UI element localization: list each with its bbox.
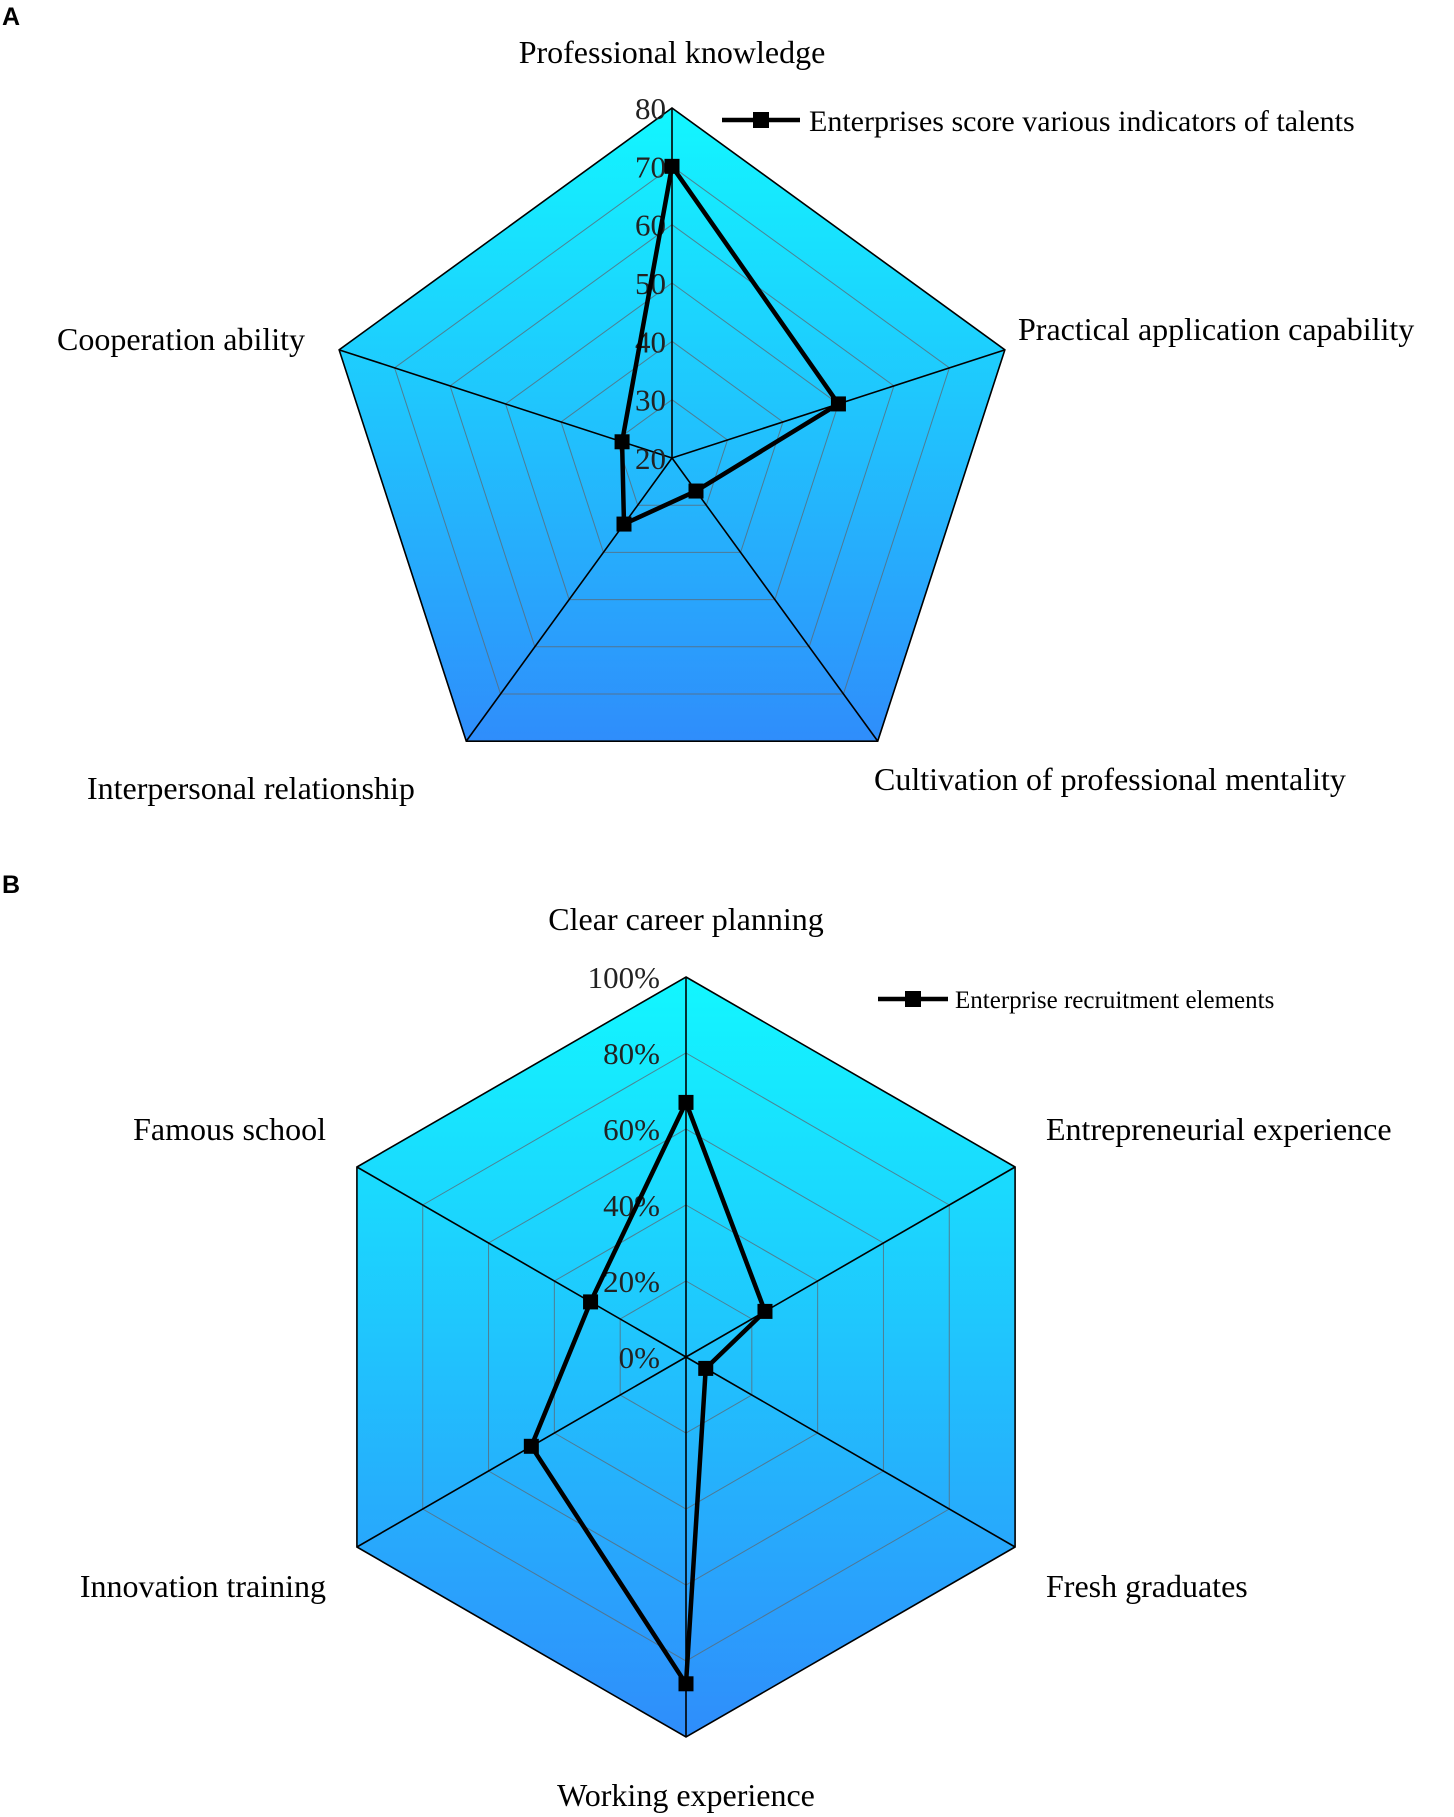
legend-marker-a	[753, 112, 769, 128]
data-point-marker	[523, 1438, 539, 1454]
radar-grid-a	[394, 165, 950, 695]
data-point-marker	[757, 1303, 773, 1319]
tick-label: 80%	[603, 1036, 660, 1071]
data-point-marker	[678, 1094, 694, 1110]
grid-ring	[504, 282, 840, 601]
radar-outer-ring-a	[338, 107, 1006, 742]
tick-label: 20	[635, 441, 666, 476]
tick-label: 100%	[588, 960, 660, 995]
radar-tick-labels-b: 0%20%40%60%80%100%	[588, 960, 660, 1375]
tick-label: 80	[635, 91, 666, 126]
tick-label: 60%	[603, 1112, 660, 1147]
data-point-marker	[678, 1676, 694, 1692]
legend-label-b: Enterprise recruitment elements	[955, 987, 1274, 1014]
series-line-a	[619, 165, 842, 528]
panel-letter-b: B	[2, 871, 20, 899]
grid-ring	[394, 165, 950, 695]
axis-label-famous-school: Famous school	[133, 1111, 326, 1147]
tick-label: 0%	[619, 1340, 660, 1375]
legend-b: Enterprise recruitment elements	[878, 987, 1274, 1014]
legend-marker-b	[905, 991, 921, 1007]
axis-label-interpersonal-relationship: Interpersonal relationship	[87, 770, 415, 806]
axis-spoke	[671, 457, 879, 742]
panel-b: B 0%20%40%60%80%100% Clear career planni…	[2, 871, 1392, 1813]
panel-letter-a: A	[2, 3, 20, 31]
radar-outer-ring-b	[356, 976, 1016, 1738]
grid-ring	[449, 224, 895, 648]
data-point-marker	[664, 158, 680, 174]
series-markers-b	[523, 1094, 773, 1692]
axis-spoke	[685, 1356, 1016, 1548]
legend-label-a: Enterprises score various indicators of …	[809, 105, 1355, 138]
data-point-marker	[698, 1360, 714, 1376]
tick-label: 30	[635, 383, 666, 418]
data-point-marker	[614, 434, 630, 450]
tick-label: 20%	[603, 1264, 660, 1299]
axis-label-working-experience: Working experience	[557, 1777, 815, 1813]
tick-label: 70	[635, 149, 666, 184]
axis-spoke	[356, 1356, 687, 1548]
axis-label-innovation-training: Innovation training	[80, 1568, 326, 1604]
data-point-marker	[616, 516, 632, 532]
series-markers-a	[614, 158, 846, 532]
legend-a: Enterprises score various indicators of …	[722, 105, 1355, 138]
axis-label-professional-mentality: Cultivation of professional mentality	[874, 761, 1346, 797]
axis-label-cooperation-ability: Cooperation ability	[57, 321, 305, 357]
data-point-marker	[830, 396, 846, 412]
axis-label-practical-application: Practical application capability	[1018, 311, 1414, 347]
axis-spoke	[465, 457, 673, 742]
data-point-marker	[688, 483, 704, 499]
axis-label-entrepreneurial-experience: Entrepreneurial experience	[1046, 1111, 1392, 1147]
axis-label-fresh-graduates: Fresh graduates	[1046, 1568, 1248, 1604]
axis-label-professional-knowledge: Professional knowledge	[519, 34, 826, 70]
data-point-marker	[583, 1294, 599, 1310]
axis-spoke	[685, 1166, 1016, 1358]
grid-ring	[560, 340, 784, 553]
axis-spoke	[356, 1166, 687, 1358]
axis-label-clear-career-planning: Clear career planning	[548, 901, 823, 937]
